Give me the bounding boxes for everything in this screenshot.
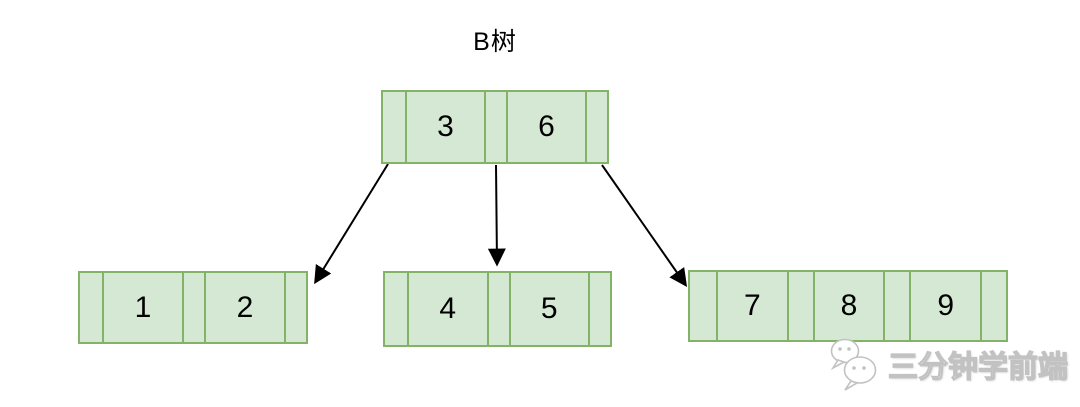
wechat-icon [830, 338, 877, 391]
pointer-cell [383, 92, 405, 162]
pointer-cell [588, 273, 610, 345]
btree-node-left-child: 1 2 [78, 271, 308, 344]
pointer-cell [486, 273, 509, 345]
watermark: 三分钟学前端 [828, 336, 1069, 392]
key-cell: 7 [716, 272, 787, 340]
key-cell: 3 [405, 92, 484, 162]
pointer-cell [385, 273, 407, 345]
key-cell: 6 [506, 92, 585, 162]
key-cell: 5 [508, 273, 589, 345]
btree-node-right-child: 7 8 9 [688, 270, 1008, 342]
pointer-cell [484, 92, 506, 162]
edge-root-to-right-child [601, 164, 688, 287]
pointer-cell [80, 273, 102, 342]
pointer-cell [585, 92, 607, 162]
diagram-title: B树 [473, 28, 517, 56]
pointer-cell [284, 273, 306, 342]
key-cell: 9 [909, 272, 980, 340]
key-cell: 4 [407, 273, 487, 345]
pointer-cell [786, 272, 813, 340]
edge-root-to-left-child [314, 163, 389, 285]
btree-node-root: 3 6 [381, 90, 609, 164]
pointer-cell [690, 272, 716, 340]
pointer-cell [182, 273, 204, 342]
edge-root-to-middle-child [487, 164, 506, 267]
key-cell: 2 [204, 273, 284, 342]
key-cell: 1 [102, 273, 182, 342]
key-cell: 8 [812, 272, 884, 340]
pointer-cell [980, 272, 1006, 340]
btree-node-middle-child: 4 5 [383, 271, 612, 347]
pointer-cell [883, 272, 909, 340]
watermark-text: 三分钟学前端 [887, 350, 1068, 384]
